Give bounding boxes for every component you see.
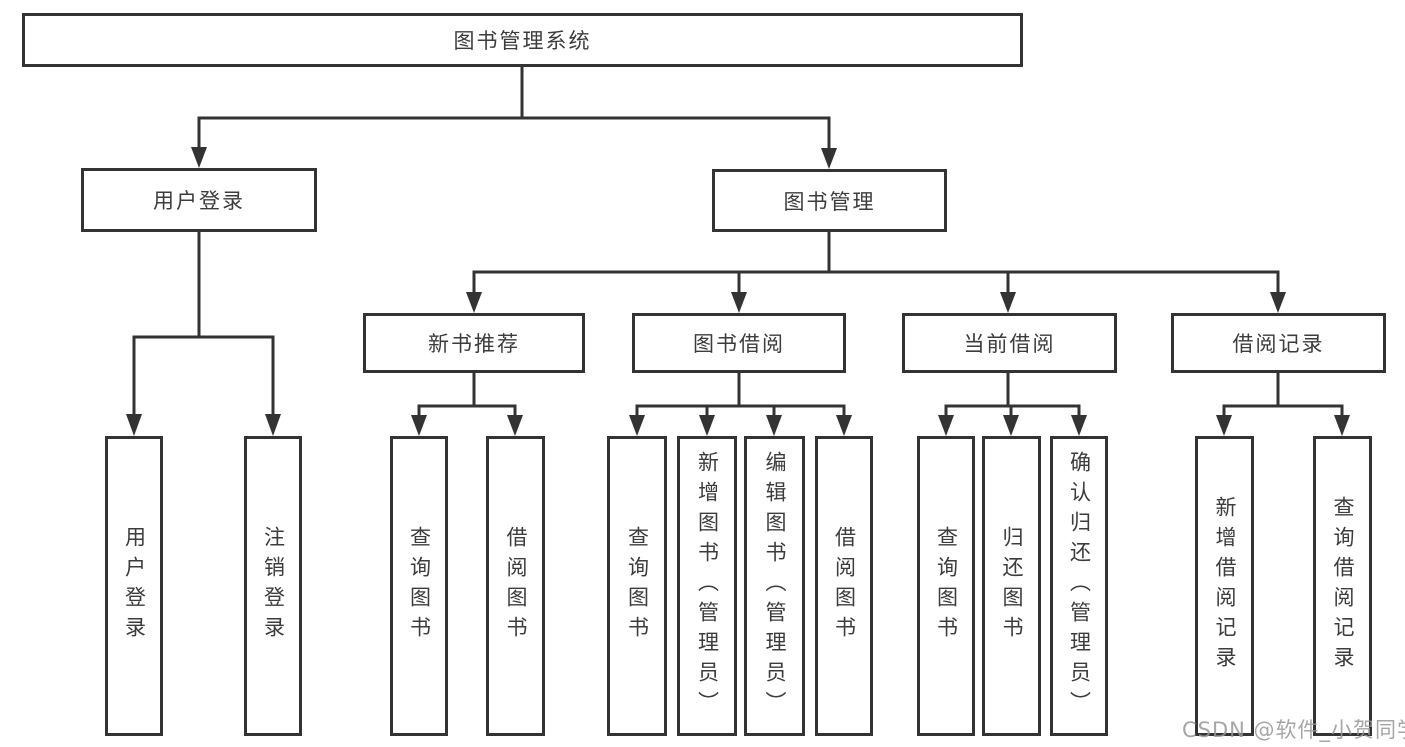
node-bb-edit: 编辑图书（管理员） [744, 436, 805, 736]
node-br-query: 查询借阅记录 [1313, 436, 1372, 736]
node-nb-borrow: 借阅图书 [486, 436, 545, 736]
node-user-login: 用户登录 [81, 168, 317, 232]
connector-root [191, 66, 837, 169]
node-nb-query: 查询图书 [390, 436, 448, 736]
node-bb-borrow: 借阅图书 [815, 436, 873, 736]
node-nb-query-label: 查询图书 [407, 526, 432, 646]
node-book-borrow-label: 图书借阅 [693, 332, 785, 356]
node-bb-add-label: 新增图书（管理员） [695, 451, 720, 721]
node-nb-borrow-label: 借阅图书 [504, 526, 528, 646]
node-cb-confirm: 确认归还（管理员） [1050, 436, 1108, 736]
node-borrow-record-label: 借阅记录 [1232, 332, 1325, 356]
node-bb-borrow-label: 借阅图书 [832, 526, 857, 646]
connector-new-book-rec [411, 373, 523, 436]
node-br-add: 新增借阅记录 [1195, 436, 1254, 736]
csdn-watermark: CSDN @软件_小贺同学 [1182, 718, 1405, 742]
node-book-mgmt: 图书管理 [712, 169, 947, 232]
connector-user-login [126, 232, 281, 436]
node-current-borrow-label: 当前借阅 [963, 332, 1056, 356]
node-ul-user-login-label: 用户登录 [122, 526, 147, 646]
node-cb-return: 归还图书 [982, 436, 1041, 736]
node-new-book-rec: 新书推荐 [363, 313, 585, 373]
connector-borrow-record [1216, 373, 1350, 436]
node-cb-return-label: 归还图书 [1000, 526, 1024, 646]
node-book-borrow: 图书借阅 [632, 313, 846, 373]
node-bb-edit-label: 编辑图书（管理员） [763, 451, 787, 721]
node-br-add-label: 新增借阅记录 [1213, 496, 1237, 676]
node-root-label: 图书管理系统 [453, 29, 592, 53]
connector-current-borrow [938, 373, 1087, 436]
node-cb-confirm-label: 确认归还（管理员） [1067, 451, 1092, 721]
connector-book-borrow [629, 373, 852, 436]
node-ul-user-login: 用户登录 [105, 436, 163, 736]
node-ul-logout-label: 注销登录 [261, 526, 286, 646]
node-ul-logout: 注销登录 [244, 436, 302, 736]
node-new-book-rec-label: 新书推荐 [428, 332, 520, 356]
node-bb-query: 查询图书 [607, 436, 667, 736]
node-root: 图书管理系统 [22, 13, 1023, 67]
node-current-borrow: 当前借阅 [902, 313, 1117, 373]
connector-book-mgmt [466, 232, 1286, 313]
node-cb-query-label: 查询图书 [934, 526, 959, 646]
node-user-login-label: 用户登录 [153, 189, 245, 213]
node-br-query-label: 查询借阅记录 [1331, 496, 1355, 676]
node-book-mgmt-label: 图书管理 [783, 189, 876, 214]
node-cb-query: 查询图书 [917, 436, 975, 736]
node-bb-query-label: 查询图书 [625, 526, 650, 646]
node-borrow-record: 借阅记录 [1171, 313, 1386, 373]
node-bb-add: 新增图书（管理员） [677, 436, 737, 736]
